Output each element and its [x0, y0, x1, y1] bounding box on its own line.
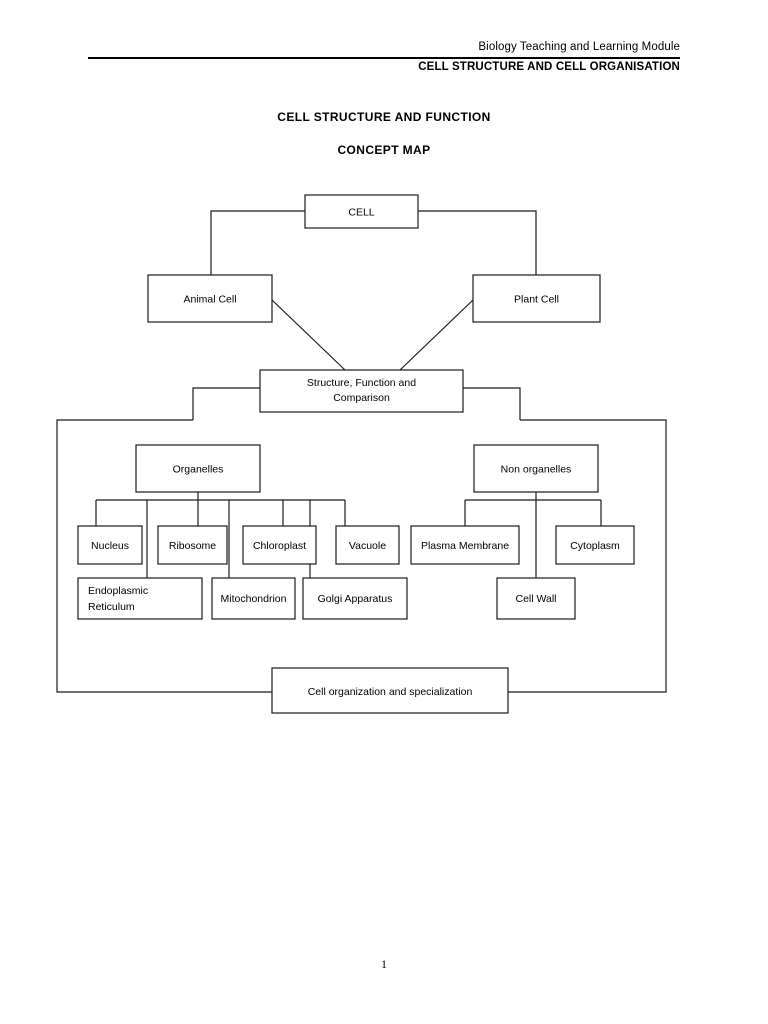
node-plant-cell[interactable]: [472, 274, 601, 323]
node-non-organelles[interactable]: [473, 444, 599, 493]
node-cell-wall[interactable]: [496, 577, 576, 620]
node-endoplasmic-reticulum-label-line1: Endoplasmic: [88, 585, 148, 597]
node-ribosome[interactable]: [157, 525, 228, 565]
node-cell-wall-label: Cell Wall: [515, 593, 556, 605]
node-cell-organization-label: Cell organization and specialization: [308, 686, 473, 698]
header-chapter-line: CELL STRUCTURE AND CELL ORGANISATION: [418, 61, 680, 73]
node-structure-function-comparison-label-line2: Comparison: [333, 392, 390, 404]
node-cell-organization[interactable]: [271, 667, 509, 714]
node-vacuole-label: Vacuole: [349, 540, 386, 552]
node-endoplasmic-reticulum-label-line2: Reticulum: [88, 601, 135, 613]
connector-structure-to-organelles: [192, 387, 260, 420]
page-header: Biology Teaching and Learning Module CEL…: [88, 40, 680, 75]
outer-frame-left: [56, 419, 272, 693]
node-organelles-label: Organelles: [173, 464, 224, 476]
connector-animal-cell-diagonal: [271, 299, 346, 371]
node-structure-function-comparison[interactable]: [259, 369, 464, 413]
node-endoplasmic-reticulum[interactable]: [77, 577, 203, 620]
concept-map-diagram: CELL Animal Cell Plant Cell Structure, F…: [0, 180, 768, 725]
node-chloroplast-label: Chloroplast: [253, 540, 306, 552]
node-plant-cell-label: Plant Cell: [514, 294, 559, 306]
connector-plant-cell-diagonal: [399, 299, 474, 371]
outer-frame-right: [508, 419, 667, 693]
node-cytoplasm-label: Cytoplasm: [570, 540, 620, 552]
node-animal-cell-label: Animal Cell: [183, 294, 236, 306]
node-plasma-membrane[interactable]: [410, 525, 520, 565]
node-golgi-apparatus-label: Golgi Apparatus: [318, 593, 393, 605]
connector-cell-to-plant-cell: [418, 210, 537, 275]
node-chloroplast[interactable]: [242, 525, 317, 565]
node-non-organelles-label: Non organelles: [501, 464, 572, 476]
node-nucleus[interactable]: [77, 525, 143, 565]
node-ribosome-label: Ribosome: [169, 540, 216, 552]
header-module-line: Biology Teaching and Learning Module: [478, 41, 680, 53]
connector-cell-to-animal-cell: [210, 210, 305, 275]
page-number: 1: [381, 957, 387, 971]
node-cytoplasm[interactable]: [555, 525, 635, 565]
node-mitochondrion-label: Mitochondrion: [221, 593, 287, 605]
node-cell-label: CELL: [348, 207, 374, 219]
node-cell[interactable]: [304, 194, 419, 229]
node-vacuole[interactable]: [335, 525, 400, 565]
node-organelles[interactable]: [135, 444, 261, 493]
node-plasma-membrane-label: Plasma Membrane: [421, 540, 509, 552]
connector-structure-to-non-organelles: [463, 387, 521, 420]
page-subtitle: CONCEPT MAP: [337, 143, 431, 157]
page-title: CELL STRUCTURE AND FUNCTION: [277, 110, 491, 124]
node-mitochondrion[interactable]: [211, 577, 296, 620]
node-golgi-apparatus[interactable]: [302, 577, 408, 620]
node-nucleus-label: Nucleus: [91, 540, 129, 552]
node-structure-function-comparison-label-line1: Structure, Function and: [307, 377, 416, 389]
node-animal-cell[interactable]: [147, 274, 273, 323]
header-divider-rule: [88, 57, 680, 59]
